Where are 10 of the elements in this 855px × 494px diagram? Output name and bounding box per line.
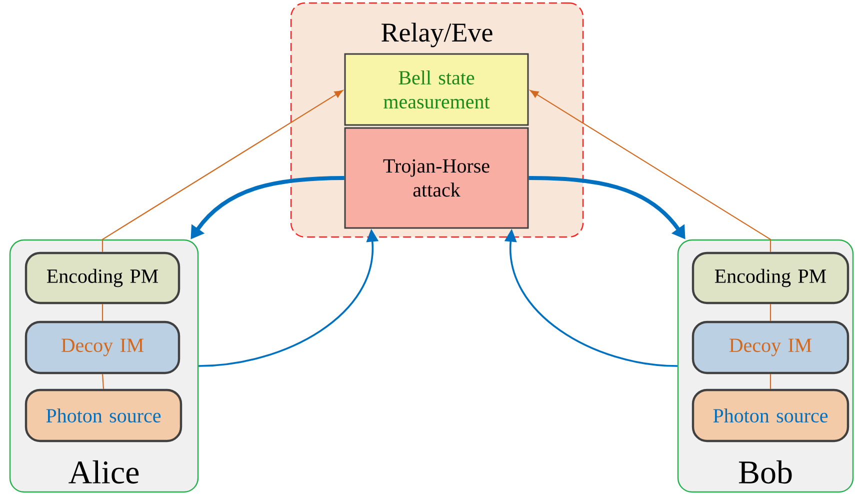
source-box: Photon source <box>692 388 850 442</box>
arrow <box>102 90 343 252</box>
measurement-box: Bell state measurement <box>344 53 529 126</box>
modulator-box: Encoding PM <box>24 252 180 304</box>
modulator-box: Encoding PM <box>692 252 850 304</box>
attack-box: Trojan-Horse attack <box>344 127 529 229</box>
arrow <box>530 90 772 252</box>
source-box: Photon source <box>24 388 182 442</box>
modulator-box: Decoy IM <box>24 320 180 374</box>
modulator-box: Decoy IM <box>692 320 850 374</box>
